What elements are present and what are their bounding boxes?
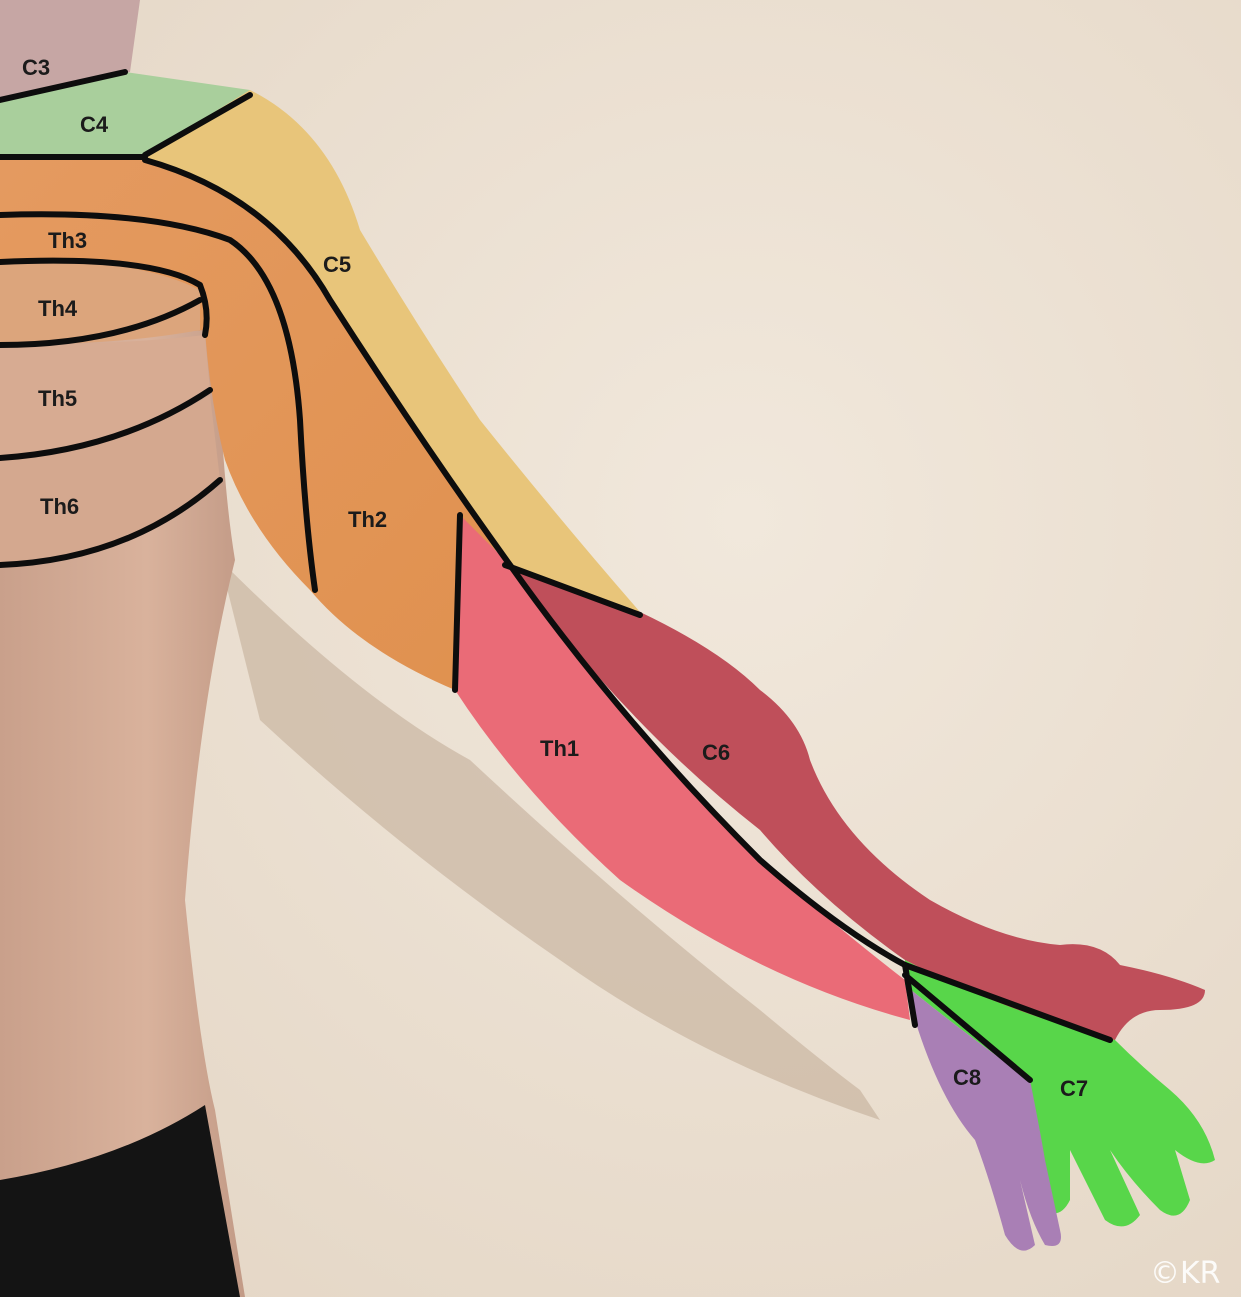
label-c6: C6: [702, 740, 730, 765]
label-th3: Th3: [48, 228, 87, 253]
label-c5: C5: [323, 252, 351, 277]
label-c4: C4: [80, 112, 109, 137]
label-th4: Th4: [38, 296, 78, 321]
label-c7: C7: [1060, 1076, 1088, 1101]
label-th2: Th2: [348, 507, 387, 532]
copyright-watermark: ©KR: [1150, 1256, 1221, 1291]
label-th5: Th5: [38, 386, 77, 411]
label-c8: C8: [953, 1065, 981, 1090]
label-c3: C3: [22, 55, 50, 80]
label-th1: Th1: [540, 736, 579, 761]
label-th6: Th6: [40, 494, 79, 519]
